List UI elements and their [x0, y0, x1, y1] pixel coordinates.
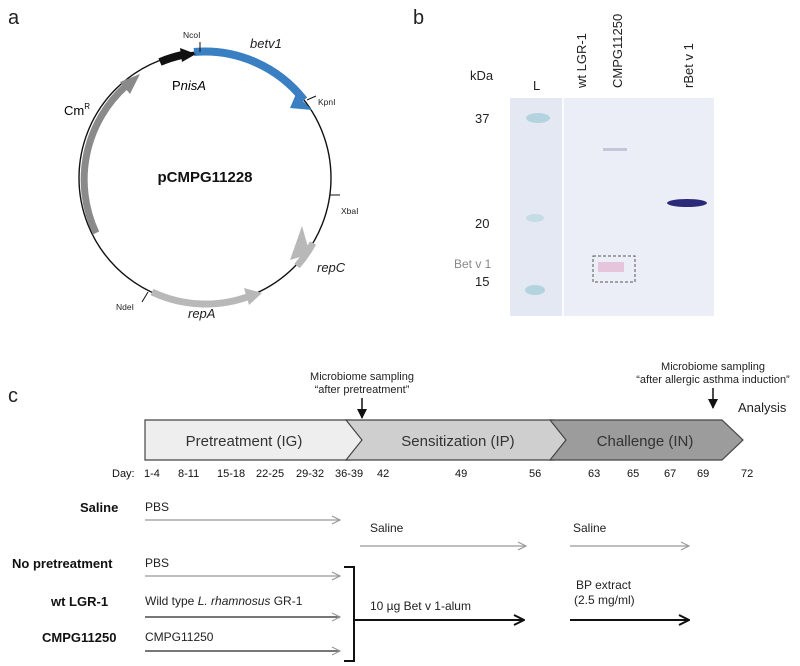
- gene-label-repc: repC: [317, 260, 346, 275]
- panel-letter-c: c: [8, 385, 18, 407]
- marker-20: 20: [475, 216, 489, 231]
- day-67: 67: [664, 468, 676, 480]
- site-ndei: NdeI: [116, 302, 134, 312]
- phase-label-sensitization: Sensitization (IP): [401, 433, 514, 450]
- lane-label-ladder: L: [533, 78, 540, 93]
- day-1-4: 1-4: [144, 468, 160, 480]
- nopre-pre-treatment: PBS: [145, 556, 169, 570]
- wt-pre-treatment: Wild type L. rhamnosus GR-1: [145, 594, 303, 608]
- ladder-lane: [510, 98, 562, 316]
- plasmid-name: pCMPG11228: [157, 169, 252, 186]
- site-kpni: KpnI: [318, 97, 336, 107]
- faint-band: [603, 148, 627, 151]
- saline-sens-treatment: Saline: [370, 521, 404, 535]
- day-label: Day:: [112, 468, 135, 480]
- day-69: 69: [697, 468, 709, 480]
- day-22-25: 22-25: [256, 468, 284, 480]
- marker-37: 37: [475, 111, 489, 126]
- day-65: 65: [627, 468, 639, 480]
- kda-unit-label: kDa: [470, 68, 494, 83]
- sampling1-line2: “after pretreatment”: [315, 384, 410, 396]
- site-ncoi: NcoI: [183, 30, 200, 40]
- lane-label-cmpg: CMPG11250: [610, 14, 625, 88]
- saline-chal-treatment: Saline: [573, 521, 607, 535]
- phase-challenge: [548, 419, 744, 461]
- gene-label-repa: repA: [188, 306, 215, 321]
- saline-pre-treatment: PBS: [145, 500, 169, 514]
- group-no-pretreatment: No pretreatment: [12, 556, 113, 571]
- day-49: 49: [455, 468, 467, 480]
- ndei-tick: [141, 291, 149, 303]
- challenge-treatment-line1: BP extract: [576, 578, 632, 592]
- gene-label-cmr: CmR: [64, 102, 90, 118]
- repc-arrowhead: [290, 226, 310, 260]
- day-29-32: 29-32: [296, 468, 324, 480]
- day-15-18: 15-18: [217, 468, 245, 480]
- repa-arc: [150, 288, 252, 308]
- sampling2-line1: Microbiome sampling: [661, 361, 765, 373]
- day-42: 42: [377, 468, 389, 480]
- group-wt-lgr1: wt LGR-1: [50, 594, 108, 609]
- betv1-arrowhead: [290, 94, 312, 110]
- group-bracket: [344, 566, 355, 662]
- sensitization-treatment: 10 µg Bet v 1-alum: [370, 599, 471, 613]
- band-highlight-box: [592, 255, 636, 283]
- marker-15: 15: [475, 274, 489, 289]
- group-cmpg11250: CMPG11250: [42, 630, 116, 645]
- ladder-band-20: [526, 214, 544, 222]
- challenge-treatment-line2: (2.5 mg/ml): [574, 593, 635, 607]
- day-63: 63: [588, 468, 600, 480]
- cmpg-pre-treatment: CMPG11250: [145, 630, 214, 644]
- repa-arrowhead: [244, 288, 262, 305]
- gene-label-pnisa: PnisA: [172, 78, 206, 93]
- lane-label-wt: wt LGR-1: [574, 33, 589, 89]
- panel-letter-a: a: [8, 7, 20, 29]
- ladder-band-37: [526, 113, 550, 123]
- phase-label-challenge: Challenge (IN): [597, 433, 694, 450]
- group-saline: Saline: [80, 500, 118, 515]
- betv1-gene-arc: [193, 47, 308, 103]
- ladder-band-15: [525, 285, 545, 295]
- sampling1-line1: Microbiome sampling: [310, 371, 414, 383]
- panel-letter-b: b: [413, 7, 424, 29]
- day-72: 72: [741, 468, 753, 480]
- phase-label-pretreatment: Pretreatment (IG): [186, 433, 303, 450]
- lane-label-rbetv1: rBet v 1: [681, 43, 696, 88]
- sampling2-line2: “after allergic asthma induction”: [636, 374, 790, 386]
- day-56: 56: [529, 468, 541, 480]
- site-xbai: XbaI: [341, 206, 359, 216]
- pnisa-promoter-arc: [158, 51, 183, 66]
- gene-label-betv1: betv1: [250, 36, 282, 51]
- rbetv1-band: [667, 199, 707, 207]
- cmpg-bet-v1-band: [598, 262, 624, 272]
- day-36-39: 36-39: [335, 468, 363, 480]
- kpni-tick: [306, 95, 317, 101]
- analysis-label: Analysis: [738, 400, 787, 415]
- cm-resistance-arc: [80, 82, 130, 235]
- bet-v1-band-label: Bet v 1: [454, 257, 492, 271]
- cm-arrowhead: [120, 74, 140, 94]
- pnisa-arrowhead: [180, 48, 196, 62]
- day-8-11: 8-11: [178, 468, 199, 480]
